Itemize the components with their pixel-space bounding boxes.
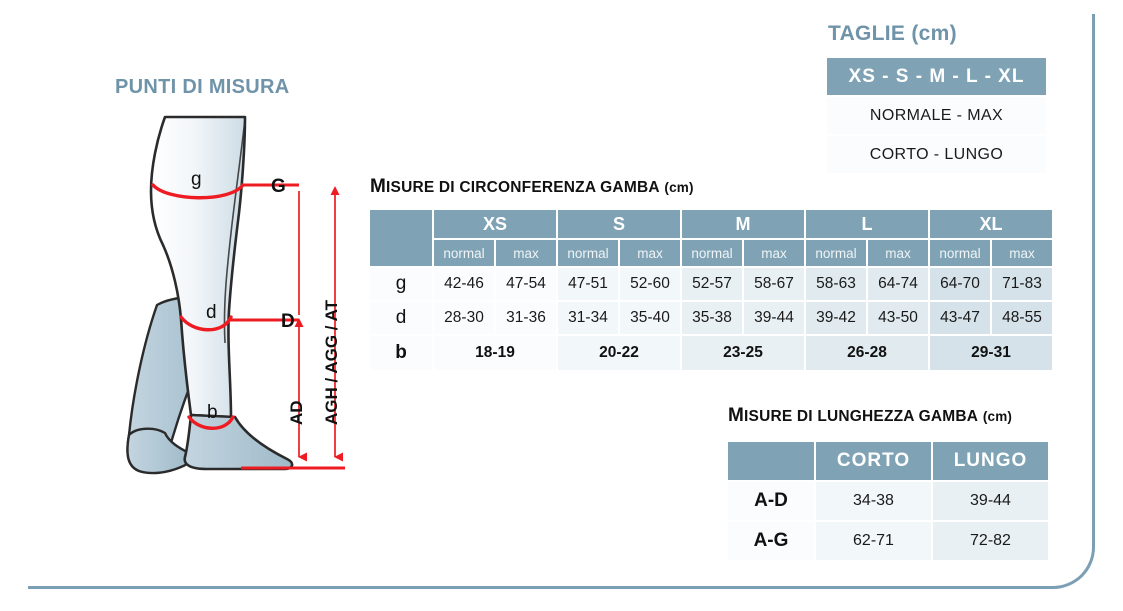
row-label-d: d [370, 302, 432, 334]
table-row: XS - S - M - L - XL [827, 58, 1046, 95]
cell-b-l: 26-28 [806, 336, 928, 370]
label-d-lowercase: d [206, 302, 217, 323]
label-g-lowercase: g [191, 169, 202, 190]
table-header-row: CORTO LUNGO [728, 442, 1048, 480]
table-row: NORMALE - MAX [827, 97, 1046, 134]
thigh-circumference-marker [151, 183, 245, 200]
cell-g-m-max: 58-67 [744, 268, 804, 300]
cell-d-m-max: 39-44 [744, 302, 804, 334]
row-label-g: g [370, 268, 432, 300]
row-label-b: b [370, 336, 432, 370]
cell-d-l-normal: 39-42 [806, 302, 866, 334]
title-unit: (cm) [982, 409, 1013, 424]
cell-g-s-max: 52-60 [620, 268, 680, 300]
size-header-xs: XS [434, 210, 556, 238]
cell-g-xl-normal: 64-70 [930, 268, 990, 300]
label-d-uppercase: D [281, 311, 295, 332]
size-header-xl: XL [930, 210, 1052, 238]
cell-ad-lungo: 39-44 [933, 482, 1048, 520]
cell-g-xl-max: 71-83 [992, 268, 1052, 300]
cell-g-m-normal: 52-57 [682, 268, 742, 300]
dimension-arrow-at-up [330, 186, 340, 195]
cell-d-xs-normal: 28-30 [434, 302, 494, 334]
dimension-arrow-ad-up [294, 318, 304, 327]
cell-g-s-normal: 47-51 [558, 268, 618, 300]
row-label-a-g: A-G [728, 522, 814, 560]
size-header-l: L [806, 210, 928, 238]
length-table-title: MISURE DI LUNGHEZZA GAMBA (cm) [728, 405, 1012, 427]
table-subheader-row: normal max normal max normal max normal … [370, 240, 1052, 266]
corner-cell [370, 210, 432, 266]
cell-g-l-max: 64-74 [868, 268, 928, 300]
subheader-normal-s: normal [558, 240, 618, 266]
taglie-row-corto: CORTO - LUNGO [827, 136, 1046, 173]
taglie-header-cell: XS - S - M - L - XL [827, 58, 1046, 95]
table-row: d 28-30 31-36 31-34 35-40 35-38 39-44 39… [370, 302, 1052, 334]
cell-d-s-max: 35-40 [620, 302, 680, 334]
table-row: A-D 34-38 39-44 [728, 482, 1048, 520]
corner-cell [728, 442, 814, 480]
subheader-normal-l: normal [806, 240, 866, 266]
row-label-a-d: A-D [728, 482, 814, 520]
title-caps: ISURE DI CIRCONFERENZA GAMBA [386, 179, 660, 196]
cell-g-xs-normal: 42-46 [434, 268, 494, 300]
cell-d-xl-normal: 43-47 [930, 302, 990, 334]
table-header-row: XS S M L XL [370, 210, 1052, 266]
cell-g-xs-max: 47-54 [496, 268, 556, 300]
leg-measurement-diagram: g d b G D AD AGH / AGG / AT [95, 105, 365, 485]
cell-ad-corto: 34-38 [816, 482, 931, 520]
title-initial: M [728, 405, 745, 426]
ankle-circumference-marker [187, 415, 235, 430]
leg-diagram-svg: g d b G D [126, 115, 345, 475]
table-row: g 42-46 47-54 47-51 52-60 52-57 58-67 58… [370, 268, 1052, 300]
label-agh-agg-at-vertical: AGH / AGG / AT [322, 300, 341, 425]
length-header-corto: CORTO [816, 442, 931, 480]
subheader-max-xs: max [496, 240, 556, 266]
cell-d-l-max: 43-50 [868, 302, 928, 334]
size-header-s: S [558, 210, 680, 238]
cell-d-xs-max: 31-36 [496, 302, 556, 334]
subheader-max-xl: max [992, 240, 1052, 266]
back-foot-shape [126, 427, 193, 475]
circumference-table: XS S M L XL normal max normal max normal… [368, 208, 1054, 372]
taglie-table: XS - S - M - L - XL NORMALE - MAX CORTO … [825, 56, 1048, 175]
label-g-uppercase: G [271, 176, 286, 197]
cell-b-xl: 29-31 [930, 336, 1052, 370]
cell-d-m-normal: 35-38 [682, 302, 742, 334]
cell-g-l-normal: 58-63 [806, 268, 866, 300]
label-b-lowercase: b [207, 402, 218, 423]
cell-b-m: 23-25 [682, 336, 804, 370]
cell-b-xs: 18-19 [434, 336, 556, 370]
subheader-normal-xl: normal [930, 240, 990, 266]
subheader-max-l: max [868, 240, 928, 266]
front-foot-shape [183, 413, 294, 471]
circumference-table-title: MISURE DI CIRCONFERENZA GAMBA (cm) [370, 176, 694, 198]
cell-ag-corto: 62-71 [816, 522, 931, 560]
table-row: b 18-19 20-22 23-25 26-28 29-31 [370, 336, 1052, 370]
title-unit: (cm) [664, 180, 694, 195]
title-caps: ISURE DI LUNGHEZZA GAMBA [744, 408, 979, 425]
taglie-row-normale: NORMALE - MAX [827, 97, 1046, 134]
length-table: CORTO LUNGO A-D 34-38 39-44 A-G 62-71 72… [726, 440, 1050, 562]
cell-d-xl-max: 48-55 [992, 302, 1052, 334]
leg-inner-contour [223, 118, 246, 344]
subheader-max-m: max [744, 240, 804, 266]
taglie-heading: TAGLIE (cm) [828, 22, 957, 45]
title-initial: M [370, 176, 387, 197]
cell-d-s-normal: 31-34 [558, 302, 618, 334]
cell-b-s: 20-22 [558, 336, 680, 370]
label-ad-vertical: AD [287, 400, 306, 425]
front-leg-shape [149, 115, 247, 419]
size-header-m: M [682, 210, 804, 238]
punti-di-misura-heading: PUNTI DI MISURA [115, 76, 290, 98]
cell-ag-lungo: 72-82 [933, 522, 1048, 560]
subheader-max-s: max [620, 240, 680, 266]
length-header-lungo: LUNGO [933, 442, 1048, 480]
calf-circumference-marker [179, 315, 233, 332]
table-row: A-G 62-71 72-82 [728, 522, 1048, 560]
subheader-normal-m: normal [682, 240, 742, 266]
table-row: CORTO - LUNGO [827, 136, 1046, 173]
subheader-normal-xs: normal [434, 240, 494, 266]
